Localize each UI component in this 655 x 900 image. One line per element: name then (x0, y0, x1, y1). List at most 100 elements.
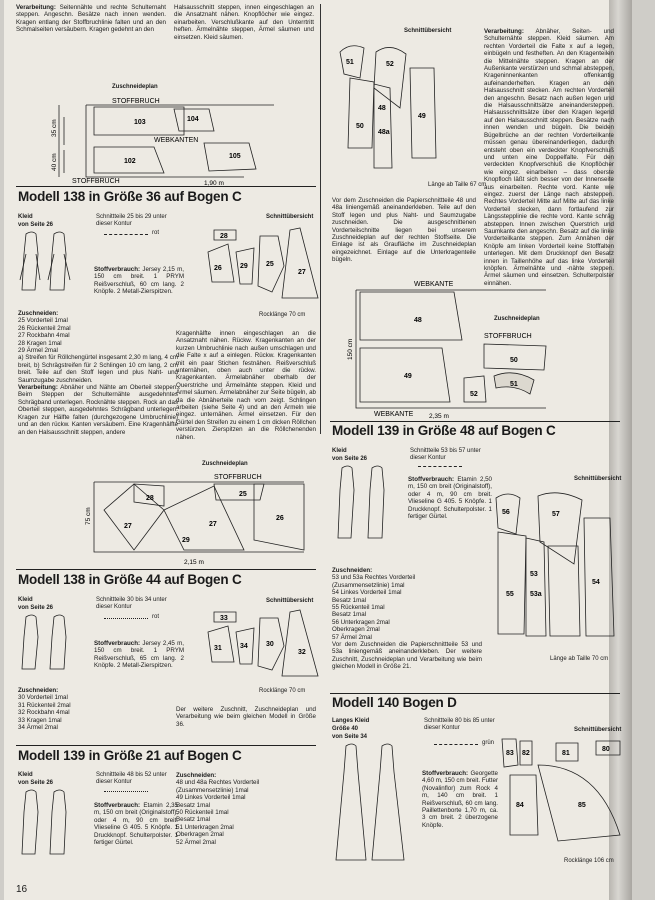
fold-label: STOFFBRUCH (72, 178, 120, 185)
svg-text:52: 52 (386, 61, 394, 68)
svg-text:31: 31 (214, 645, 222, 652)
section-title: Modell 139 in Größe 21 auf Bogen C (18, 748, 242, 763)
pattern-pieces-note: Schnittteile 30 bis 34 unter dieser Kont… (96, 597, 167, 611)
source-page: von Seite 26 (18, 605, 54, 611)
plan-title: Zuschneideplan (494, 316, 540, 322)
svg-text:150 cm: 150 cm (347, 339, 354, 360)
svg-text:STOFFBRUCH: STOFFBRUCH (214, 474, 262, 481)
pattern-overview-139-48: 56 57 53 53a 54 55 (495, 492, 615, 637)
garment-label: Kleid (18, 772, 33, 778)
pattern-overview-title: Schnittübersicht (266, 598, 314, 604)
pattern-pieces-note: Schnittteile 80 bis 85 unter dieser Kont… (424, 718, 495, 732)
svg-text:29: 29 (182, 537, 190, 544)
svg-text:57: 57 (552, 511, 560, 518)
contour-line (104, 234, 148, 235)
contour-line (104, 618, 148, 619)
contour-line (434, 744, 478, 745)
svg-text:80: 80 (602, 746, 610, 753)
contour-color: rot (152, 614, 160, 620)
pattern-pieces-note: Schnittteile 25 bis 29 unter dieser Kont… (96, 214, 167, 228)
garment-label: Kleid (332, 448, 347, 454)
garment-label: Kleid (18, 214, 33, 220)
width-dimension: 1,90 m (204, 180, 224, 187)
svg-text:51: 51 (510, 381, 518, 388)
pattern-pieces-note: Schnittteile 48 bis 52 unter dieser Kont… (96, 772, 167, 786)
fabric-usage: Stoffverbrauch: Etamin 2,35 m, 150 cm br… (94, 802, 178, 847)
dress-illustration (21, 614, 67, 670)
cutting-list: Zuschneiden: 53 und 53a Rechtes Vorderte… (332, 567, 482, 671)
cutting-plan-138: 28 25 27 27 29 26 STOFFBRUCH 2,15 m 75 c… (85, 474, 305, 566)
dress-illustration (21, 789, 67, 855)
svg-text:48: 48 (414, 317, 422, 324)
page-number: 16 (16, 884, 28, 895)
skirt-length: Rocklänge 70 cm (259, 312, 306, 318)
pattern-overview-138-36: 28 26 29 25 27 (207, 227, 319, 299)
pattern-pieces-note: Schnittteile 53 bis 57 unter dieser Kont… (410, 448, 481, 462)
contour-line (104, 791, 148, 792)
svg-text:25: 25 (239, 491, 247, 498)
svg-text:85: 85 (578, 802, 586, 809)
svg-text:84: 84 (516, 802, 524, 809)
svg-text:27: 27 (124, 523, 132, 530)
top-left-text: Verarbeitung: Seitennähte und rechte Sch… (16, 4, 166, 34)
section-title: Modell 138 in Größe 44 auf Bogen C (18, 572, 242, 587)
section-rule (16, 186, 316, 187)
skirt-length: Rocklänge 106 cm (564, 858, 614, 864)
skirt-length: Rocklänge 70 cm (259, 688, 306, 694)
size-label: Größe 40 (332, 726, 359, 732)
plan-title: Zuschneideplan (112, 84, 158, 90)
section-rule (330, 421, 620, 422)
svg-text:48: 48 (378, 105, 386, 112)
pattern-overview-139-21: 51 52 48 48a 49 50 (339, 45, 437, 169)
svg-text:55: 55 (506, 591, 514, 598)
pattern-overview-138-44: 33 31 34 30 32 (207, 609, 319, 677)
svg-text:54: 54 (592, 579, 600, 586)
svg-text:48a: 48a (378, 129, 390, 136)
svg-text:2,35 m: 2,35 m (429, 413, 449, 420)
garment-label: Langes Kleid (332, 718, 370, 724)
top-middle-text: Halsausschnitt steppen, innen eingeschla… (174, 4, 314, 41)
source-page: von Seite 26 (18, 780, 54, 786)
section-rule (330, 693, 620, 694)
height-dimension: 35 cm (51, 119, 58, 137)
svg-text:32: 32 (298, 649, 306, 656)
pattern-overview-title: Schnittübersicht (266, 214, 314, 220)
garment-label: Kleid (18, 597, 33, 603)
svg-text:26: 26 (214, 265, 222, 272)
pattern-overview-140: 83 82 81 80 84 85 (501, 738, 621, 842)
dress-illustration (19, 231, 71, 291)
svg-text:30: 30 (266, 641, 274, 648)
section-title: Modell 140 Bogen D (332, 695, 457, 710)
fold-label: STOFFBRUCH (112, 98, 160, 105)
column-divider (320, 4, 321, 434)
svg-text:52: 52 (470, 391, 478, 398)
long-dress-illustration (335, 743, 405, 861)
svg-text:49: 49 (404, 373, 412, 380)
svg-text:50: 50 (510, 357, 518, 364)
cutting-plan-139: 48 49 50 51 52 WEBKANTE STOFFBRUCH WEBKA… (347, 281, 547, 420)
svg-text:29: 29 (240, 263, 248, 270)
reference-note: Der weitere Zuschnitt, Zuschneideplan un… (176, 706, 316, 728)
pattern-overview-title: Schnittübersicht (574, 476, 622, 482)
dress-illustration (337, 465, 385, 539)
svg-text:28: 28 (146, 495, 154, 502)
piece-label: 102 (124, 158, 136, 165)
svg-text:53: 53 (530, 571, 538, 578)
svg-text:51: 51 (346, 59, 354, 66)
fabric-usage: Stoffverbrauch: Etamin 2,50 m, 150 cm br… (408, 476, 492, 521)
svg-text:STOFFBRUCH: STOFFBRUCH (484, 333, 532, 340)
svg-text:82: 82 (522, 750, 530, 757)
section-rule (16, 745, 316, 746)
svg-text:26: 26 (276, 515, 284, 522)
fabric-usage: Stoffverbrauch: Georgette 4,60 m, 150 cm… (422, 770, 498, 829)
length-note: Länge ab Taille 67 cm (428, 182, 487, 188)
cutting-list: Zuschneiden: 30 Vorderteil 1mal 31 Rücke… (18, 687, 71, 732)
piece-label: 103 (134, 119, 146, 126)
svg-text:81: 81 (562, 750, 570, 757)
pattern-page: Verarbeitung: Seitennähte und rechte Sch… (4, 0, 632, 900)
plan-title: Zuschneideplan (202, 461, 248, 467)
source-page: von Seite 26 (18, 222, 54, 228)
svg-text:33: 33 (220, 615, 228, 622)
svg-text:34: 34 (240, 643, 248, 650)
source-page: von Seite 26 (332, 456, 368, 462)
